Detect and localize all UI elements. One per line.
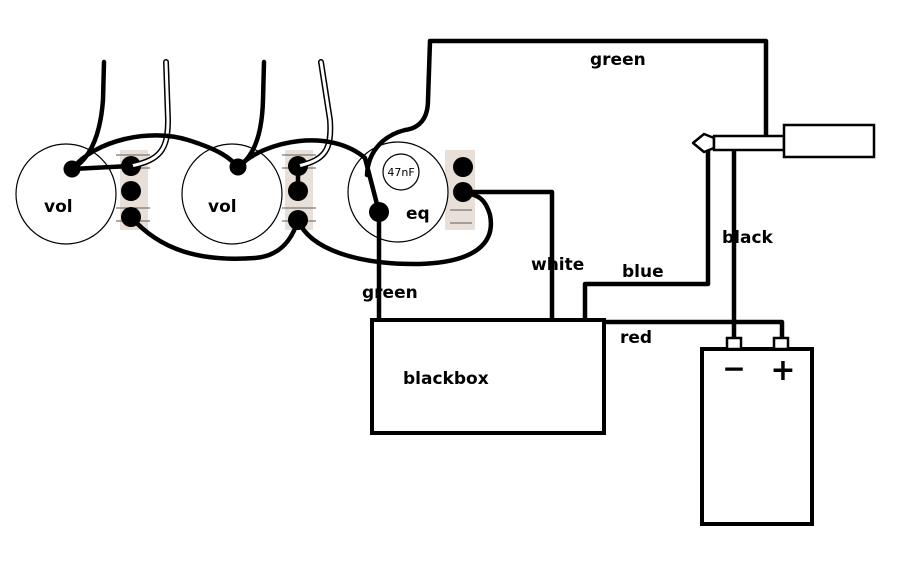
pot-eq-lug-lines — [450, 209, 472, 224]
pot-vol-2-body — [181, 143, 283, 245]
capacitor-label: 47nF — [387, 166, 414, 179]
jack-tip — [691, 132, 716, 154]
wire-pot1-bottom-to-pot2-bottom — [128, 214, 301, 261]
wire-blue — [582, 140, 711, 325]
wire-pot1-to-pot2-center — [69, 133, 241, 172]
jumper-wires — [69, 133, 494, 267]
blackbox-rect — [370, 318, 606, 435]
wire-green-left-label: green — [362, 283, 418, 303]
wire-blue-label: blue — [622, 262, 664, 282]
wire-white — [460, 189, 555, 325]
battery-body — [700, 347, 814, 526]
blackbox-label: blackbox — [403, 369, 489, 389]
battery: − + — [700, 336, 814, 526]
wire-pot2-bottom-to-eq-mid — [295, 189, 494, 267]
wire-green-top — [364, 38, 769, 178]
blackbox: blackbox — [370, 318, 606, 435]
wire-pot1-center-to-lug — [69, 163, 134, 172]
pot-eq: 47nF eq — [347, 141, 475, 243]
battery-terminal-plus — [772, 336, 790, 351]
wire-red — [593, 319, 785, 341]
output-jack — [691, 123, 876, 159]
wire-black-label: black — [722, 228, 774, 248]
battery-plus-sign: + — [770, 353, 795, 388]
pot-eq-label: eq — [406, 204, 430, 224]
wire-green-top-label: green — [590, 50, 646, 70]
pot-eq-lug-top — [453, 157, 473, 177]
wire-white-label: white — [531, 255, 584, 275]
pot-vol-1-body — [15, 143, 117, 245]
pot-vol-1-label: vol — [44, 197, 73, 217]
pot-vol-1-lug-mid — [121, 181, 141, 201]
pot-vol-2-label: vol — [208, 197, 237, 217]
battery-minus-sign: − — [722, 352, 745, 385]
wire-red-label: red — [620, 328, 652, 348]
pickup-wire-white-2 — [296, 60, 332, 168]
jack-barrel — [782, 123, 876, 159]
battery-terminal-minus — [725, 336, 743, 351]
jack-shaft — [712, 134, 786, 152]
capacitor-47nf — [382, 153, 420, 191]
wire-pot2-to-eq — [235, 138, 382, 215]
pickup-wire-white-1 — [129, 60, 170, 168]
